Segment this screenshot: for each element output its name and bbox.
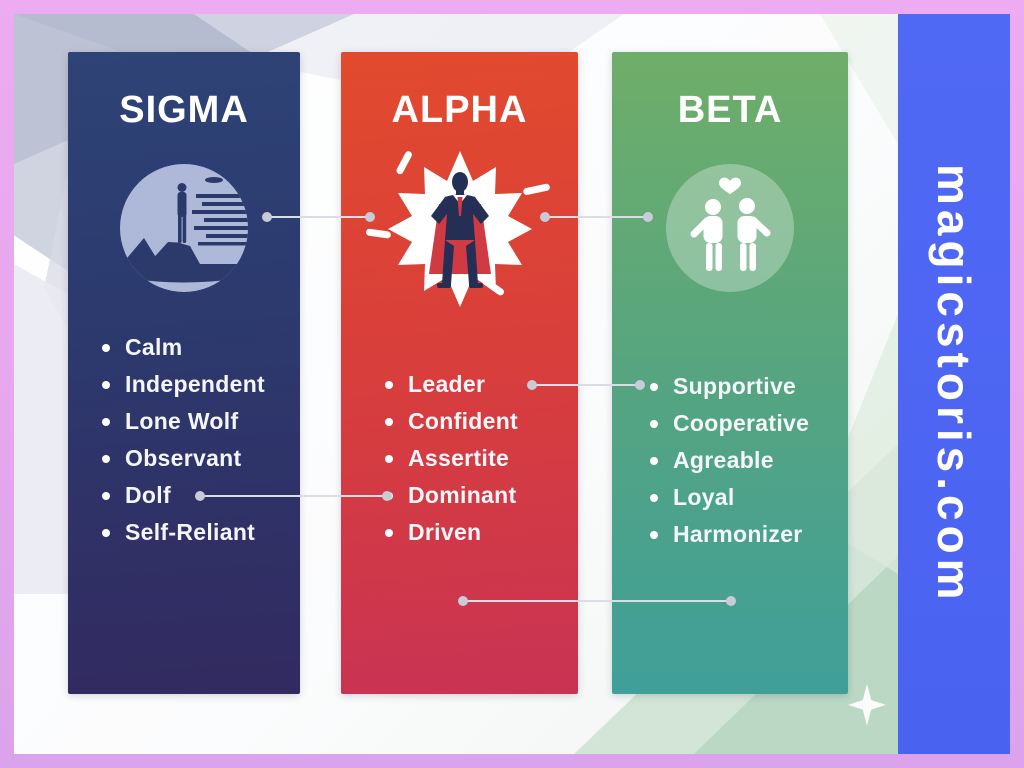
sigma-column: SIGMA <box>68 52 300 694</box>
bullet-icon <box>385 417 393 426</box>
trait-label: Self-Reliant <box>125 519 256 545</box>
bullet-icon <box>102 454 110 463</box>
trait-label: Calm <box>125 334 183 360</box>
trait-label: Cooperative <box>673 410 810 436</box>
watermark-text: magicstoris.com <box>928 163 980 605</box>
sigma-title: SIGMA <box>119 89 249 131</box>
bullet-icon <box>385 454 393 463</box>
friends-with-heart-icon <box>666 164 794 292</box>
bullet-icon <box>385 528 393 537</box>
connector-line-leader-supportive <box>527 380 645 390</box>
trait-label: Loyal <box>673 484 735 510</box>
trait-label: Assertite <box>408 445 510 471</box>
bullet-icon <box>102 528 110 537</box>
trait-label: Independent <box>125 371 266 397</box>
bullet-icon <box>650 419 658 428</box>
trait-item: Supportive <box>650 368 809 405</box>
bullet-icon <box>102 491 110 500</box>
beta-trait-list: Supportive Cooperative Agreable Loyal Ha… <box>650 368 809 553</box>
bullet-icon <box>385 380 393 389</box>
bullet-icon <box>102 343 110 352</box>
four-point-sparkle-icon <box>848 684 886 726</box>
alpha-column: ALPHA <box>341 52 578 694</box>
trait-item: Harmonizer <box>650 516 809 553</box>
bullet-icon <box>650 456 658 465</box>
trait-label: Observant <box>125 445 242 471</box>
bullet-icon <box>650 530 658 539</box>
connector-line-alpha-beta-icons <box>540 212 653 222</box>
trait-item: Self-Reliant <box>102 514 265 551</box>
sigma-trait-list: Calm Independent Lone Wolf Observant Dol… <box>102 329 265 551</box>
trait-label: Lone Wolf <box>125 408 239 434</box>
trait-item: Dolf <box>102 477 265 514</box>
connector-line-sigma-alpha-icons <box>262 212 375 222</box>
trait-item: Confident <box>385 403 518 440</box>
trait-label: Harmonizer <box>673 521 803 547</box>
trait-item: Driven <box>385 514 518 551</box>
watermark-strip: magicstoris.com <box>898 14 1010 754</box>
trait-label: Dolf <box>125 482 171 508</box>
bullet-icon <box>650 493 658 502</box>
caped-businessman-burst-icon <box>365 144 555 314</box>
trait-item: Agreable <box>650 442 809 479</box>
trait-label: Leader <box>408 371 486 397</box>
alpha-trait-list: Leader Confident Assertite Dominant Driv… <box>385 366 518 551</box>
trait-item: Lone Wolf <box>102 403 265 440</box>
bullet-icon <box>102 417 110 426</box>
bullet-icon <box>650 382 658 391</box>
trait-item: Independent <box>102 366 265 403</box>
trait-item: Dominant <box>385 477 518 514</box>
alpha-title: ALPHA <box>391 89 528 131</box>
lone-figure-moonrise-icon <box>120 164 248 292</box>
trait-item: Cooperative <box>650 405 809 442</box>
connector-line-dolf-dominant <box>195 491 392 501</box>
beta-column: BETA Supportive <box>612 52 848 694</box>
trait-item: Loyal <box>650 479 809 516</box>
beta-title: BETA <box>677 89 783 131</box>
trait-item: Calm <box>102 329 265 366</box>
trait-item: Observant <box>102 440 265 477</box>
trait-label: Supportive <box>673 373 797 399</box>
trait-label: Driven <box>408 519 482 545</box>
trait-label: Agreable <box>673 447 774 473</box>
connector-line-alpha-beta-bottom <box>458 596 736 606</box>
bullet-icon <box>102 380 110 389</box>
trait-label: Confident <box>408 408 519 434</box>
trait-label: Dominant <box>408 482 517 508</box>
trait-item: Assertite <box>385 440 518 477</box>
trait-item: Leader <box>385 366 518 403</box>
